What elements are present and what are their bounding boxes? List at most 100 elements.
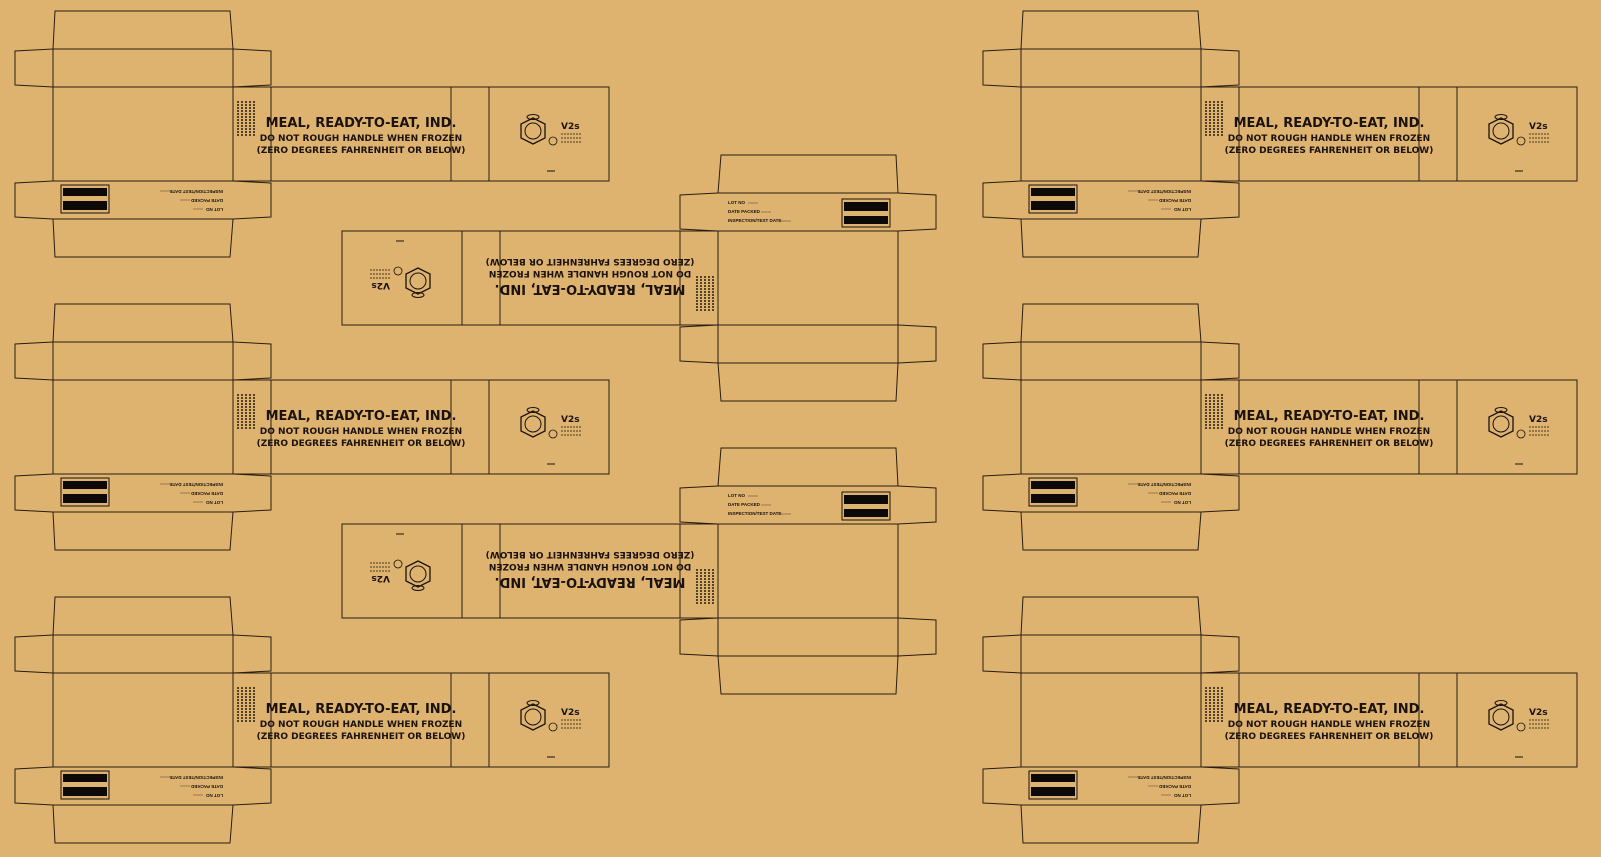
top-flap [1020,10,1202,50]
dust-flap-right [1200,634,1240,674]
back-panel [488,86,610,182]
date-label: DATE PACKED [728,502,761,507]
back-panel [341,523,463,619]
carton-title: MEAL, READY-TO-EAT, IND. [1234,116,1425,131]
carton-temperature: (ZERO DEGREES FAHRENHEIT OR BELOW) [257,439,466,449]
lower-dust-flap-right [232,180,272,220]
barcode-block [60,477,110,507]
lot-label: LOT NO [728,493,745,498]
top-flap [1020,596,1202,636]
back-panel [341,230,463,326]
brand-mark: V2s [1529,708,1548,718]
lower-dust-flap-right [232,766,272,806]
lower-dust-flap-right [1200,766,1240,806]
inspection-label: INSPECTION/TEST DATE [728,218,781,223]
carton-temperature: (ZERO DEGREES FAHRENHEIT OR BELOW) [486,549,695,559]
top-flap [52,596,234,636]
top-flap [717,362,899,402]
carton-warning: DO NOT ROUGH HANDLE WHEN FROZEN [260,720,462,730]
dust-flap-right [232,48,272,88]
top-flap [52,10,234,50]
carton-dieline-left-2: MEAL, READY-TO-EAT, IND.DO NOT ROUGH HAN… [14,303,610,551]
dust-flap-left [982,48,1022,88]
lower-dust-flap-left [982,473,1022,513]
date-label: DATE PACKED [1158,198,1191,203]
carton-warning: DO NOT ROUGH HANDLE WHEN FROZEN [260,134,462,144]
carton-title: MEAL, READY-TO-EAT, IND. [266,702,457,717]
lot-label: LOT NO [1174,500,1191,505]
carton-title: MEAL, READY-TO-EAT, IND. [266,116,457,131]
carton-dieline-center-2: MEAL, READY-TO-EAT, IND. DO NOT ROUGH HAN… [341,447,937,695]
main-panel [52,634,234,768]
lot-label: LOT NO [1174,207,1191,212]
hexagon-emblem-icon [393,266,431,298]
carton-dieline-left-3: MEAL, READY-TO-EAT, IND. DO NOT ROUGH HAN… [14,596,610,844]
main-panel [52,48,234,182]
brand-mark: V2s [561,415,580,425]
hexagon-emblem-icon [393,559,431,591]
carton-warning: DO NOT ROUGH HANDLE WHEN FROZEN [489,561,691,571]
carton-warning: DO NOT ROUGH HANDLE WHEN FROZEN [489,268,691,278]
lot-label: LOT NO [728,200,745,205]
date-label: DATE PACKED [190,784,223,789]
inspection-label: INSPECTION/TEST DATE [1138,775,1191,780]
dust-flap-left [982,634,1022,674]
hexagon-emblem-icon [1488,114,1526,146]
carton-warning: DO NOT ROUGH HANDLE WHEN FROZEN [1228,427,1430,437]
date-label: DATE PACKED [728,209,761,214]
lower-dust-flap-left [897,485,937,525]
lower-dust-flap-right [232,473,272,513]
lower-dust-flap-left [982,180,1022,220]
dust-flap-left [897,617,937,657]
carton-dieline-center-1: MEAL, READY-TO-EAT, IND. DO NOT ROUGH HAN… [341,154,937,402]
carton-title: MEAL, READY-TO-EAT, IND. [1234,409,1425,424]
lower-dust-flap-left [14,473,54,513]
brand-mark: V2s [1529,415,1548,425]
lower-dust-flap-left [14,766,54,806]
main-panel [1020,48,1202,182]
barcode-block [841,198,891,228]
top-flap [717,655,899,695]
main-panel [717,523,899,657]
carton-dieline-right-1: MEAL, READY-TO-EAT, IND.DO NOT ROUGH HAN… [982,10,1578,258]
dust-flap-right [1200,341,1240,381]
carton-temperature: (ZERO DEGREES FAHRENHEIT OR BELOW) [1225,146,1434,156]
barcode-block [60,770,110,800]
bottom-flap [717,154,899,194]
barcode-block [1028,477,1078,507]
top-flap [1020,303,1202,343]
carton-temperature: (ZERO DEGREES FAHRENHEIT OR BELOW) [257,732,466,742]
bottom-flap [52,511,234,551]
bottom-flap [52,804,234,844]
hexagon-emblem-icon [520,407,558,439]
top-flap [52,303,234,343]
lower-dust-flap-left [14,180,54,220]
hexagon-emblem-icon [520,700,558,732]
barcode-block [1028,184,1078,214]
lower-dust-flap-right [1200,180,1240,220]
dust-flap-right [1200,48,1240,88]
brand-mark: V2s [371,573,390,583]
date-label: DATE PACKED [1158,491,1191,496]
dust-flap-right [679,324,719,364]
carton-title: MEAL, READY-TO-EAT, IND. [495,281,686,296]
bottom-flap [717,447,899,487]
carton-dieline-left-1: MEAL, READY-TO-EAT, IND. DO NOT ROUGH HAN… [14,10,610,258]
bottom-flap [1020,511,1202,551]
carton-title: MEAL, READY-TO-EAT, IND. [495,574,686,589]
dust-flap-left [897,324,937,364]
lower-dust-flap-left [982,766,1022,806]
back-panel [488,672,610,768]
dust-flap-left [14,48,54,88]
inspection-label: INSPECTION/TEST DATE [170,775,223,780]
carton-dieline-right-2: MEAL, READY-TO-EAT, IND. DO NOT ROUGH HAN… [982,303,1578,551]
carton-dieline-right-3: MEAL, READY-TO-EAT, IND.DO NOT ROUGH HAN… [982,596,1578,844]
hexagon-emblem-icon [1488,700,1526,732]
back-panel [1456,672,1578,768]
date-label: DATE PACKED [1158,784,1191,789]
